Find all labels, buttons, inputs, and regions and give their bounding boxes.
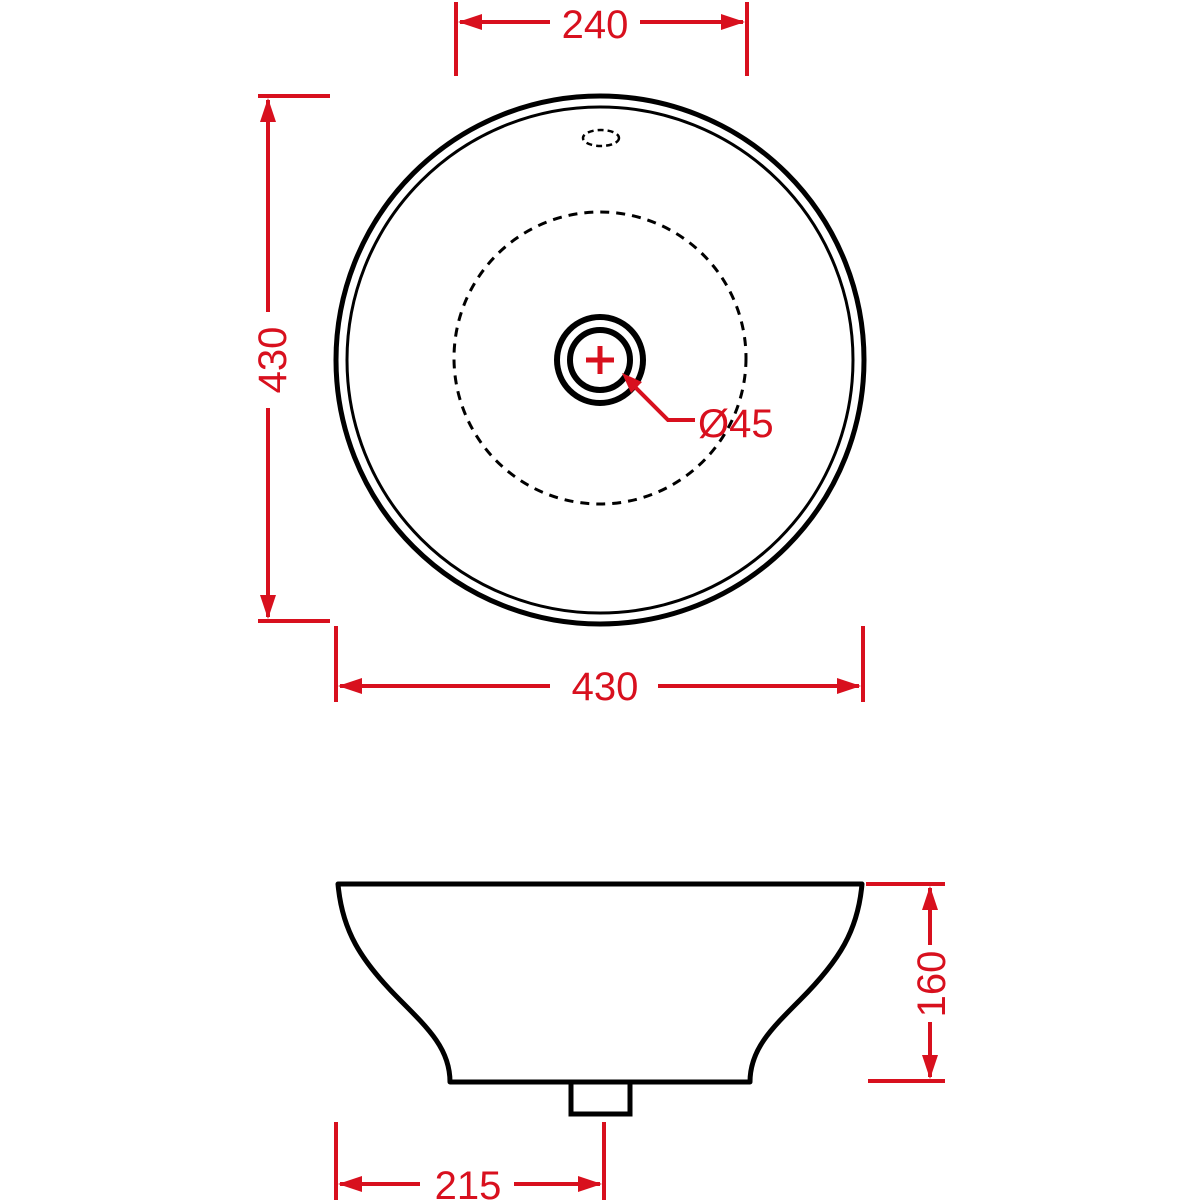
- top-view: Ø45 240 430 430: [251, 2, 867, 709]
- drain-inner: [567, 327, 633, 393]
- overflow-hole: [581, 128, 621, 148]
- drain-center-cross-icon: [586, 346, 614, 374]
- drain-spigot: [568, 1083, 633, 1117]
- dim-width-430: [334, 626, 865, 702]
- dim-width-240: [454, 2, 749, 76]
- dim-height-430-label: 430: [251, 327, 295, 394]
- basin-profile: [335, 881, 865, 1085]
- basin-outer-rim: [333, 93, 867, 627]
- dim-240-label: 240: [562, 3, 629, 47]
- drain-outer: [554, 314, 646, 406]
- dim-drain-offset-215: [334, 1122, 606, 1200]
- side-view: 160 215: [334, 881, 954, 1200]
- drain-diameter-leader: [622, 373, 695, 422]
- dim-215-label: 215: [435, 1164, 502, 1200]
- dim-width-430-label: 430: [572, 665, 639, 709]
- basin-inner-rim: [345, 105, 855, 615]
- bowl-base-dashed: [452, 210, 748, 506]
- dim-height-160-label: 160: [910, 951, 954, 1018]
- dim-height-430: [258, 94, 330, 623]
- drain-diameter-label: Ø45: [698, 402, 774, 446]
- dim-height-160: [866, 882, 945, 1083]
